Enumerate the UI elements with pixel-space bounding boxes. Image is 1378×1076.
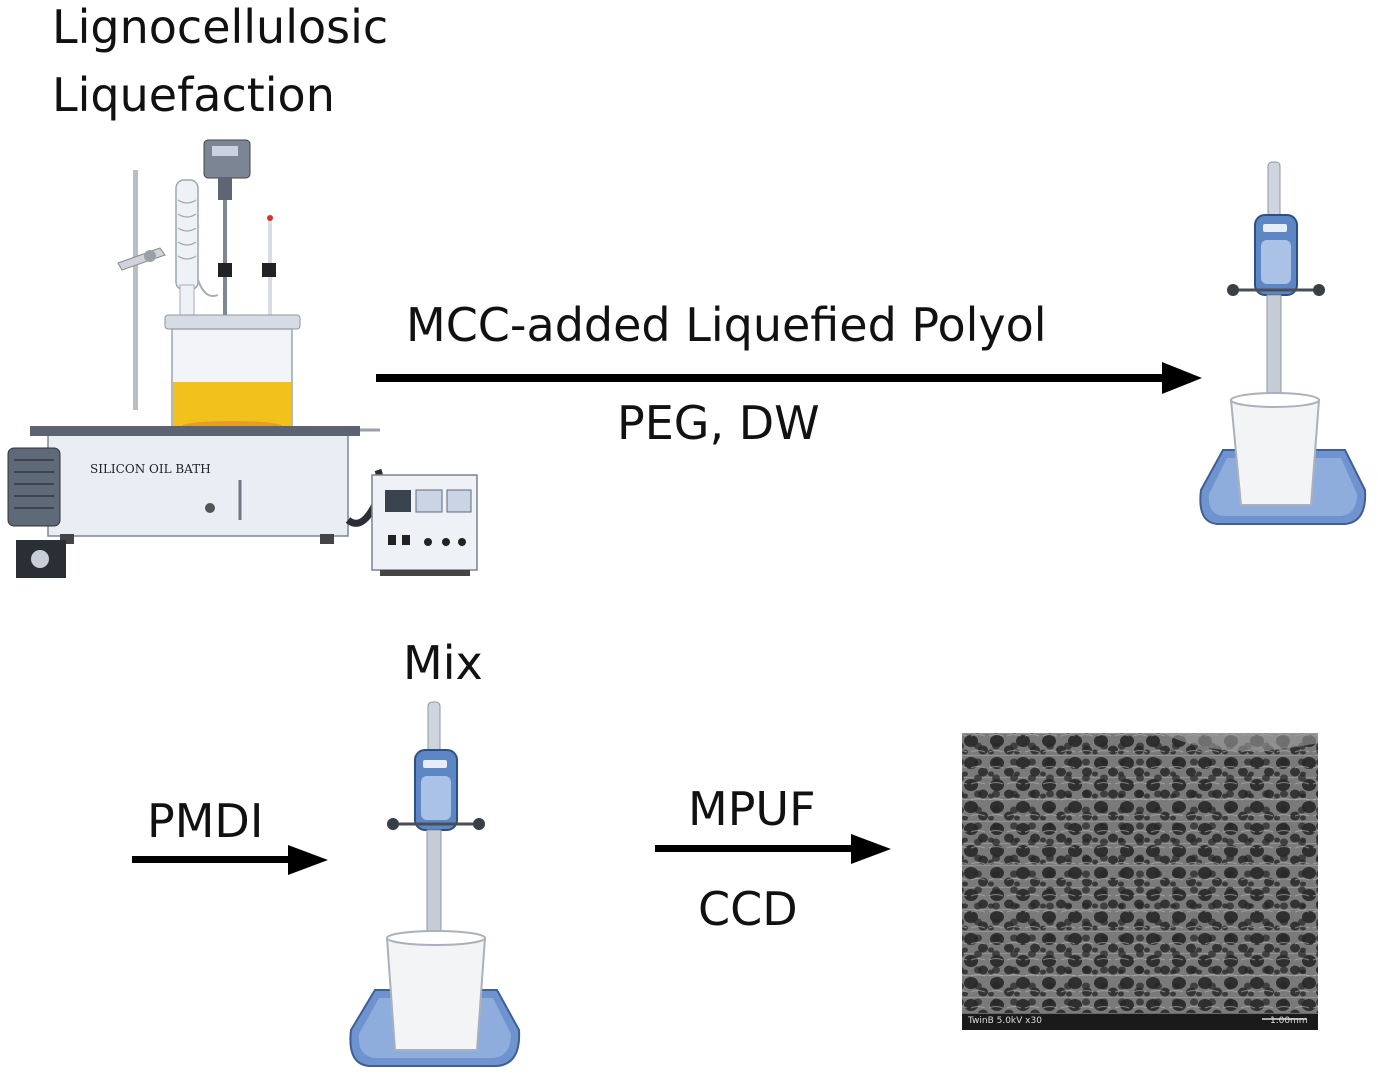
oil-bath-label: SILICON OIL BATH bbox=[90, 462, 211, 476]
stirrer-coupling bbox=[218, 178, 232, 200]
title-line-1: Lignocellulosic bbox=[52, 0, 389, 54]
oil-bath-rim bbox=[30, 426, 360, 436]
step1-arrow bbox=[376, 362, 1202, 394]
title-line-2: Liquefaction bbox=[52, 68, 335, 122]
step2-input-label: PMDI bbox=[147, 794, 264, 848]
stirrer-shaft bbox=[223, 200, 227, 420]
step3-above-label: MPUF bbox=[688, 782, 816, 836]
sem-info-bar bbox=[962, 1014, 1318, 1030]
clip-left bbox=[218, 263, 232, 277]
step2-arrow bbox=[132, 845, 328, 875]
oil-bath-body bbox=[47, 431, 349, 537]
drain-valve bbox=[205, 503, 215, 513]
step3-arrow bbox=[655, 834, 891, 864]
step1-below-label: PEG, DW bbox=[617, 396, 820, 450]
mixer-top-shaft bbox=[1266, 294, 1282, 406]
mixer-top-cup bbox=[1229, 399, 1321, 506]
reactor-lid bbox=[164, 314, 301, 330]
control-unit bbox=[371, 474, 478, 571]
mixer-label: Mix bbox=[403, 636, 483, 690]
sem-scale-text: 1.00mm bbox=[1270, 1016, 1308, 1026]
stand-rod bbox=[133, 170, 138, 410]
clip-right bbox=[262, 263, 276, 277]
step3-below-label: CCD bbox=[698, 882, 798, 936]
condenser bbox=[175, 179, 199, 291]
mixer-bottom-shaft bbox=[426, 829, 442, 941]
mixer-bottom bbox=[349, 701, 521, 1067]
sem-foam-image bbox=[962, 733, 1318, 1030]
mixer-top bbox=[1199, 161, 1367, 525]
clamp bbox=[117, 247, 166, 271]
mixer-bottom-cup bbox=[385, 937, 487, 1051]
sem-info-text: TwinB 5.0kV x30 bbox=[968, 1016, 1042, 1026]
stirrer-motor bbox=[203, 139, 251, 179]
reactor-liquid bbox=[173, 382, 291, 428]
step1-above-label: MCC-added Liquefied Polyol bbox=[406, 298, 1047, 352]
liquefaction-apparatus-illustration bbox=[7, 139, 478, 578]
clamp-knob bbox=[144, 250, 156, 262]
stirrer-display bbox=[212, 146, 238, 156]
bath-pump-motor bbox=[7, 447, 61, 527]
